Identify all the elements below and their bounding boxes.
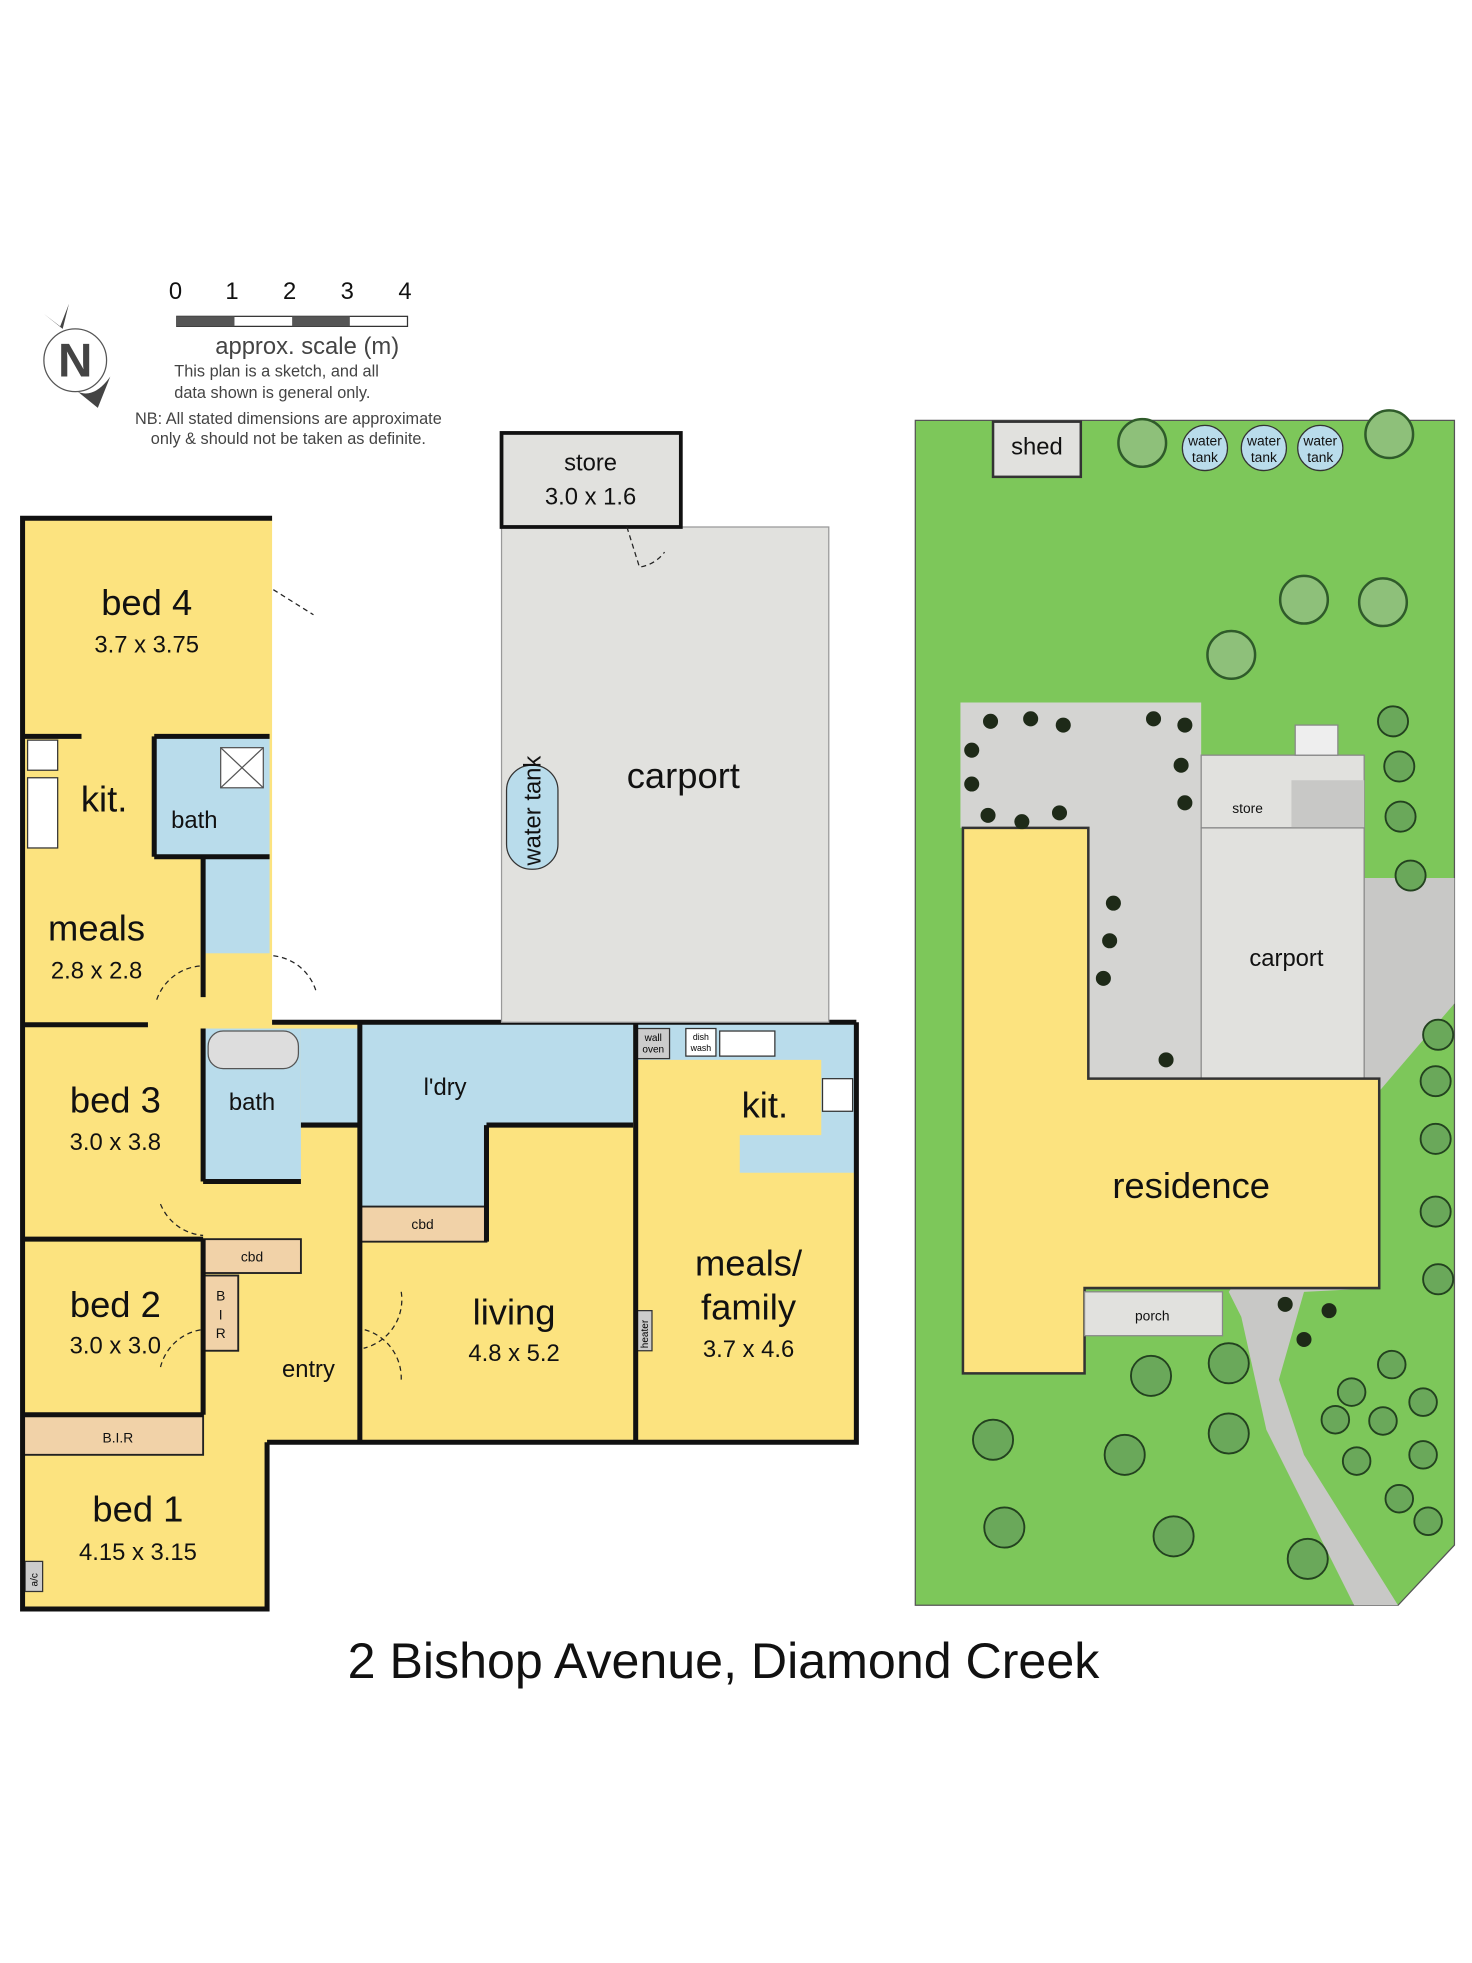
svg-text:water: water [1246, 433, 1281, 448]
scale-tick: 3 [341, 278, 354, 305]
room-dim: 3.7 x 4.6 [703, 1336, 794, 1363]
cbd [358, 1205, 488, 1243]
cbd-label: cbd [241, 1250, 263, 1265]
appliance-label: wash [690, 1043, 712, 1053]
room-name: living [473, 1291, 556, 1332]
scale-bar: 0 1 2 3 4 approx. scale (m) This plan is… [135, 278, 442, 448]
house-plan [20, 515, 859, 1612]
scale-tick: 4 [398, 278, 411, 305]
disclaimer: only & should not be taken as definite. [151, 430, 426, 448]
room-labels: bed 4 3.7 x 3.75 kit. bath meals 2.8 x 2… [30, 582, 803, 1587]
room-name: bed 1 [92, 1488, 183, 1529]
ac-label: a/c [30, 1573, 41, 1586]
site-carport-label: carport [1249, 945, 1323, 972]
room-name: carport [627, 755, 740, 796]
room-dim: 3.0 x 3.8 [70, 1129, 161, 1156]
room-dim: 2.8 x 2.8 [51, 957, 142, 984]
bir-label: B.I.R [103, 1430, 134, 1445]
appliance-label: wall [644, 1033, 662, 1044]
room-name: family [701, 1286, 797, 1327]
cbd [202, 1238, 302, 1274]
site-plan: shed water tank water tank water tank [914, 409, 1456, 1606]
cbd-label: cbd [411, 1217, 433, 1232]
room-name: bed 3 [70, 1080, 161, 1121]
svg-text:water tank: water tank [519, 756, 546, 867]
room-dim: 4.15 x 3.15 [79, 1539, 197, 1566]
residence-label: residence [1112, 1165, 1270, 1206]
room-name: entry [282, 1356, 335, 1383]
svg-text:tank: tank [1251, 450, 1277, 465]
svg-text:tank: tank [1307, 450, 1333, 465]
heater-label: heater [640, 1319, 651, 1348]
carport-area: store 3.0 x 1.6 carport water tank [499, 431, 830, 1023]
bir-label: R [216, 1326, 226, 1341]
north-compass-icon: N [43, 303, 111, 408]
water-tank [505, 764, 559, 870]
room-name: bed 2 [70, 1284, 161, 1325]
room-dim: 3.0 x 1.6 [545, 483, 636, 510]
appliance-label: dish [693, 1032, 709, 1042]
appliance-label: oven [642, 1044, 664, 1055]
bir [202, 1274, 240, 1352]
room-dim: 3.0 x 3.0 [70, 1332, 161, 1359]
disclaimer: NB: All stated dimensions are approximat… [135, 410, 442, 428]
room-name: meals [48, 908, 145, 949]
room-name: store [564, 450, 617, 477]
svg-text:water: water [1187, 433, 1222, 448]
room-name: meals/ [695, 1243, 803, 1284]
bir-label: I [219, 1307, 223, 1322]
site-store-label: store [1232, 801, 1263, 816]
scale-label: approx. scale (m) [215, 333, 399, 360]
bir [21, 1413, 205, 1456]
scale-tick: 0 [169, 278, 182, 305]
scale-tick: 1 [225, 278, 238, 305]
room-name: bed 4 [101, 582, 192, 623]
room-name: kit. [81, 779, 127, 820]
property-title: 2 Bishop Avenue, Diamond Creek [348, 1633, 1101, 1689]
room-name: bath [171, 807, 217, 834]
water-tanks: water tank water tank water tank [1181, 424, 1344, 472]
room-dim: 3.7 x 3.75 [94, 631, 199, 658]
svg-text:water: water [1302, 433, 1337, 448]
svg-text:N: N [58, 335, 92, 388]
shed-label: shed [1011, 433, 1063, 460]
room-dim: 4.8 x 5.2 [468, 1340, 559, 1367]
porch-label: porch [1135, 1309, 1169, 1324]
disclaimer: This plan is a sketch, and all [174, 363, 379, 381]
room-name: kit. [742, 1085, 788, 1126]
trees [964, 409, 1455, 1580]
disclaimer: data shown is general only. [174, 384, 370, 402]
svg-text:tank: tank [1192, 450, 1218, 465]
room-name: l'dry [424, 1074, 467, 1101]
bir-label: B [216, 1289, 225, 1304]
room-name: bath [229, 1089, 275, 1116]
scale-tick: 2 [283, 278, 296, 305]
